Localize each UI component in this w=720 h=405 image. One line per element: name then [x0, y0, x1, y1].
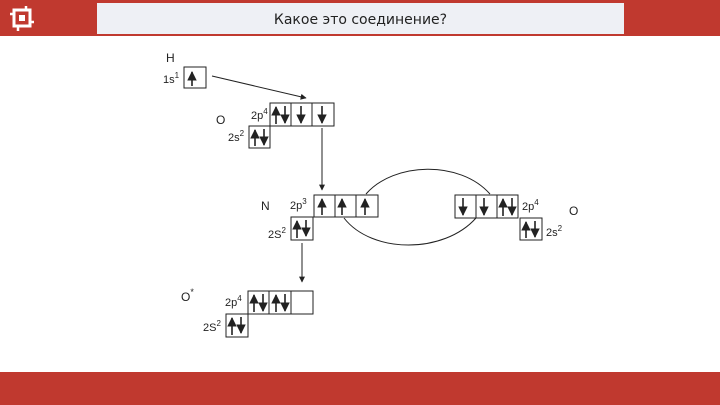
bond-arc-bottom	[343, 217, 477, 246]
oxygen-excited-2p-cells	[247, 290, 314, 315]
oxygen-top-2p-cells	[269, 102, 335, 127]
page-title: Какое это соединение?	[273, 11, 448, 28]
oxygen-top-2p-label: 2p4	[251, 107, 268, 122]
nitrogen-2p-cells	[313, 194, 379, 218]
oxygen-top-symbol: O	[216, 113, 225, 127]
footer-bar	[0, 372, 720, 405]
bond-arc-top	[365, 168, 491, 195]
oxygen-right-2s-cell	[519, 217, 543, 241]
oxygen-top-2s-cell	[248, 125, 271, 149]
header-bar: Какое это соединение?	[0, 0, 720, 36]
oxygen-right-symbol: O	[569, 204, 578, 218]
nitrogen-2p-label: 2p3	[290, 197, 307, 212]
oxygen-excited-2s-cell	[225, 313, 249, 338]
oxygen-excited-2s-label: 2S2	[203, 319, 221, 334]
oxygen-top-2s-label: 2s2	[228, 129, 245, 144]
oxygen-right-2p-cells	[454, 194, 519, 219]
oxygen-right-2p-label: 2p4	[522, 198, 539, 213]
oxygen-excited-symbol: O*	[181, 287, 194, 304]
molecule-logo-icon	[10, 6, 34, 31]
orbital-diagram: H 1s1 O 2p4 2s2 N 2p3 2S2	[163, 51, 578, 338]
oxygen-excited-2p-label: 2p4	[225, 294, 242, 309]
oxygen-right-2s-label: 2s2	[546, 224, 563, 239]
arrow-h-to-o	[211, 75, 307, 100]
nitrogen-2s-label: 2S2	[268, 226, 286, 241]
hydrogen-1s-label: 1s1	[163, 71, 180, 86]
hydrogen-1s-cell	[183, 66, 207, 89]
nitrogen-2s-cell	[290, 216, 314, 241]
title-box: Какое это соединение?	[97, 3, 624, 34]
nitrogen-symbol: N	[261, 199, 270, 213]
hydrogen-symbol: H	[166, 51, 175, 65]
